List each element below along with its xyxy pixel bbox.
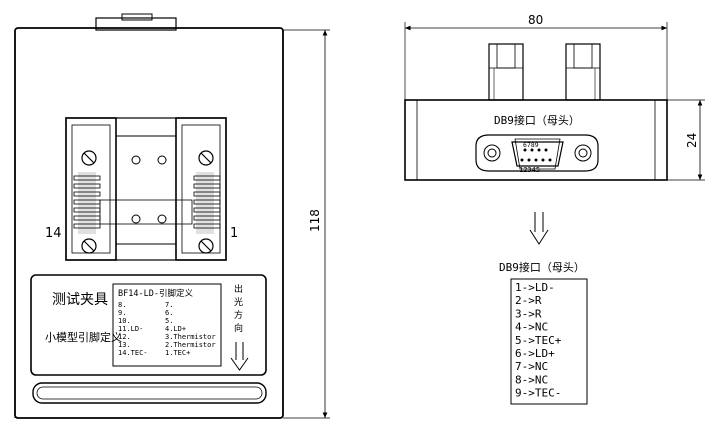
socket-pin bbox=[73, 199, 101, 205]
pin-def-right: 2.Thermistor bbox=[165, 341, 216, 349]
clamp-post-right bbox=[565, 43, 601, 101]
arrow-down-icon bbox=[230, 342, 249, 371]
pin-def-left: 14.TEC- bbox=[118, 349, 148, 357]
bottom-slot bbox=[32, 382, 267, 404]
clamp-post-left bbox=[488, 43, 524, 101]
pinout-row: 4->NC bbox=[515, 321, 548, 334]
socket-pin bbox=[193, 183, 221, 189]
socket-pin bbox=[73, 223, 101, 229]
socket-pin bbox=[193, 175, 221, 181]
screw-icon bbox=[81, 238, 97, 254]
direction-char: 向 bbox=[234, 322, 243, 334]
socket-pin bbox=[193, 215, 221, 221]
height-dimension-118: 118 bbox=[308, 209, 322, 232]
pin-definition-header: BF14-LD-引脚定义 bbox=[118, 288, 193, 299]
pinout-box bbox=[510, 278, 588, 405]
pin-def-left: 13. bbox=[118, 341, 131, 349]
arrow-down-icon bbox=[529, 212, 549, 245]
socket-pin bbox=[193, 207, 221, 213]
pin-def-left: 9. bbox=[118, 309, 126, 317]
pin-def-left: 10. bbox=[118, 317, 131, 325]
pin-def-left: 12. bbox=[118, 333, 131, 341]
pin-def-right: 1.TEC+ bbox=[165, 349, 190, 357]
pin-def-right: 7. bbox=[165, 301, 173, 309]
pin-definition-box bbox=[112, 283, 222, 367]
direction-char: 出 bbox=[234, 283, 243, 295]
pin-def-right: 4.LD+ bbox=[165, 325, 186, 333]
pinout-row: 9->TEC- bbox=[515, 387, 561, 400]
pin-14-label: 14 bbox=[45, 226, 62, 241]
socket-pin bbox=[73, 215, 101, 221]
pinout-row: 3->R bbox=[515, 307, 542, 320]
direction-char: 方 bbox=[234, 309, 243, 321]
pinout-row: 5->TEC+ bbox=[515, 334, 562, 347]
label-title-line2: 小模型引脚定义 bbox=[45, 330, 122, 344]
screw-icon bbox=[198, 238, 214, 254]
pinout-row: 7->NC bbox=[515, 360, 548, 373]
db9-bottom-pin-numbers: 12345 bbox=[519, 166, 540, 174]
side-body bbox=[404, 99, 668, 181]
pinout-row: 8->NC bbox=[515, 373, 548, 386]
db9-top-pin-numbers: 6789 bbox=[523, 141, 539, 149]
socket-pin bbox=[73, 175, 101, 181]
pinout-row: 1->LD- bbox=[515, 281, 555, 294]
fixture-side-view: 80 DB9接口（母头） bbox=[404, 13, 705, 405]
height-dimension-24: 24 bbox=[685, 133, 699, 148]
screw-icon bbox=[198, 150, 214, 166]
pin-def-left: 8. bbox=[118, 301, 126, 309]
pinout-row: 6->LD+ bbox=[515, 347, 555, 360]
socket-pin bbox=[73, 183, 101, 189]
pin-1-label: 1 bbox=[230, 226, 238, 241]
label-title-line1: 测试夹具 bbox=[52, 292, 108, 308]
direction-char: 光 bbox=[234, 296, 243, 308]
pin-def-right: 6. bbox=[165, 309, 173, 317]
socket-pin bbox=[193, 223, 221, 229]
socket-pins-right bbox=[193, 175, 221, 229]
pinout-title: DB9接口（母头） bbox=[499, 261, 585, 274]
db9-connector bbox=[475, 134, 599, 172]
width-dimension-80: 80 bbox=[528, 13, 543, 27]
screw-icon bbox=[81, 150, 97, 166]
db9-label: DB9接口（母头） bbox=[494, 114, 580, 127]
socket-pin bbox=[73, 191, 101, 197]
pin-def-left: 11.LD- bbox=[118, 325, 143, 333]
socket-pin bbox=[73, 207, 101, 213]
label-plate bbox=[30, 274, 267, 376]
socket-pins-left bbox=[73, 175, 101, 229]
pin-def-right: 3.Thermistor bbox=[165, 333, 216, 341]
socket-pin bbox=[193, 191, 221, 197]
socket-pin bbox=[193, 199, 221, 205]
pinout-row: 2->R bbox=[515, 294, 542, 307]
fixture-top-view: 14 1 测试夹具 小模型引脚定义 BF14-LD-引脚定义 8. 7. 9. 6. 1… bbox=[14, 13, 330, 419]
pin-def-right: 5. bbox=[165, 317, 173, 325]
